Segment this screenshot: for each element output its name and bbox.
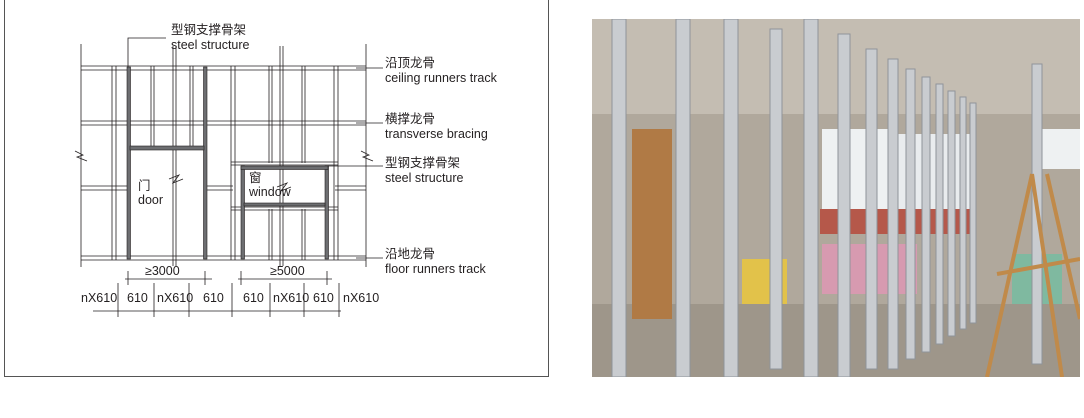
floor-runner-label-zh: 沿地龙骨 bbox=[385, 247, 436, 261]
spacing-dim: nX610 bbox=[273, 291, 310, 305]
diagram-panel: 型钢支撑骨架 steel structure 沿顶龙骨 ceiling runn… bbox=[4, 0, 549, 377]
door-width-dim: ≥3000 bbox=[145, 264, 180, 278]
ceiling-runner-label-zh: 沿顶龙骨 bbox=[385, 56, 436, 70]
photo-illustration bbox=[592, 19, 1080, 377]
steel-structure-label-en: steel structure bbox=[385, 171, 464, 185]
spacing-dim: nX610 bbox=[81, 291, 118, 305]
spacing-dim: nX610 bbox=[157, 291, 194, 305]
spacing-dim: 610 bbox=[203, 291, 224, 305]
door-label-zh: 门 bbox=[138, 179, 151, 193]
spacing-dim: 610 bbox=[243, 291, 264, 305]
window-width-dim: ≥5000 bbox=[270, 264, 305, 278]
transverse-bracing-label-zh: 横撑龙骨 bbox=[385, 112, 436, 126]
transverse-bracing-label-en: transverse bracing bbox=[385, 127, 488, 141]
ceiling-runner-label-en: ceiling runners track bbox=[385, 71, 497, 85]
spacing-dim: nX610 bbox=[343, 291, 380, 305]
spacing-dim: 610 bbox=[313, 291, 334, 305]
window-label-en: window bbox=[249, 185, 291, 199]
door-label-en: door bbox=[138, 193, 164, 207]
spacing-dim: 610 bbox=[127, 291, 148, 305]
steel-structure-label-zh: 型钢支撑骨架 bbox=[385, 156, 461, 170]
window-label-zh: 窗 bbox=[249, 171, 262, 185]
top-label-en: steel structure bbox=[171, 38, 250, 52]
wall-frame-drawing bbox=[74, 37, 383, 317]
steel-stud-partition-photo bbox=[592, 19, 1080, 377]
floor-runner-label-en: floor runners track bbox=[385, 262, 486, 276]
top-label-zh: 型钢支撑骨架 bbox=[171, 23, 247, 37]
